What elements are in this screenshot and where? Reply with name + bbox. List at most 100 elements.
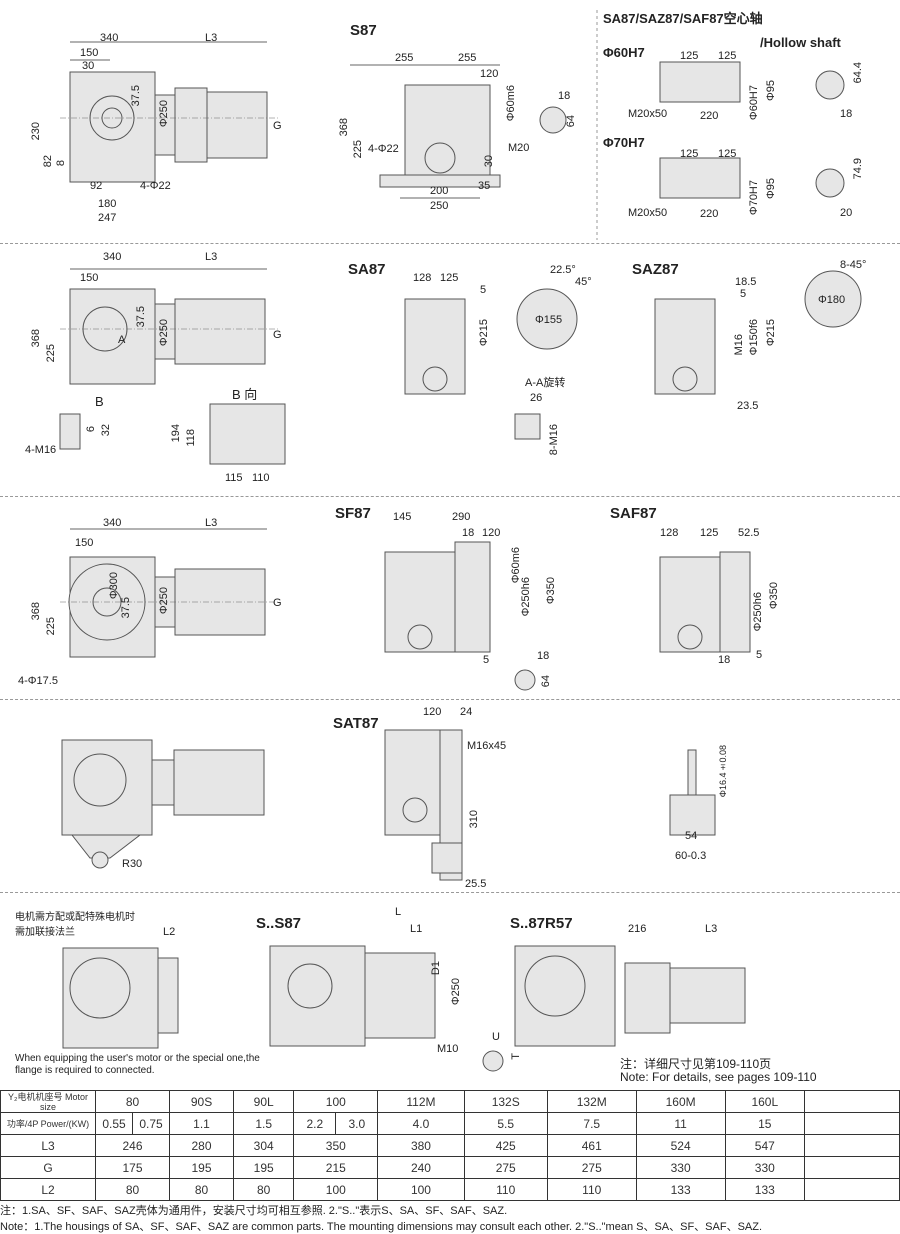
- dim: R30: [122, 858, 143, 870]
- dim: 255: [395, 52, 414, 64]
- cell-empty: [804, 1156, 900, 1179]
- dim: 54: [685, 830, 698, 842]
- cell: 195: [233, 1156, 295, 1179]
- dim: 225: [45, 344, 57, 363]
- dim: G: [273, 597, 282, 609]
- title-s-87r57: S..87R57: [510, 915, 573, 932]
- cell: 160L: [724, 1090, 806, 1113]
- dim: 24: [460, 706, 473, 718]
- cell: 0.55: [95, 1112, 133, 1135]
- cell: 80: [168, 1178, 235, 1201]
- dim: 45°: [575, 276, 592, 288]
- dim: U: [492, 1031, 500, 1043]
- dim: 18: [558, 90, 571, 102]
- dim: 22.5°: [550, 264, 576, 276]
- cell: 304: [233, 1134, 295, 1157]
- custom-motor-note-cn: 电机需方配或配特殊电机时需加联接法兰: [15, 912, 135, 938]
- title-sa87: SA87: [348, 261, 386, 278]
- dim: Φ60m6: [505, 85, 517, 122]
- adapter-drawing: [62, 945, 746, 1072]
- cell: 11: [635, 1112, 726, 1135]
- dim: 250: [430, 200, 449, 212]
- dim: 125: [718, 50, 737, 62]
- dim: L: [395, 906, 402, 918]
- cell: 5.5: [463, 1112, 548, 1135]
- dim: 125: [440, 272, 459, 284]
- dim: 52.5: [738, 527, 760, 539]
- dim: 150: [80, 272, 99, 284]
- dim: 368: [30, 329, 42, 348]
- dim-l2: L2: [163, 926, 176, 938]
- cell: 547: [724, 1134, 806, 1157]
- dim: 8: [55, 160, 67, 167]
- dim: L1: [410, 923, 423, 935]
- dim: 200: [430, 185, 449, 197]
- dim: Φ350: [545, 577, 557, 605]
- cell-empty: [804, 1134, 900, 1157]
- dim: 30: [483, 155, 495, 168]
- cell: 0.75: [132, 1112, 170, 1135]
- dim: 25.5: [465, 878, 487, 890]
- cell: 133: [635, 1178, 726, 1201]
- panel-sa87-saz87: SA87 SAZ87 B 向 A-A旋转 340 L3 150 368 225 …: [0, 244, 900, 497]
- cell: 100: [293, 1178, 379, 1201]
- dim: 8-45°: [840, 259, 867, 271]
- view-b-label: B 向: [232, 387, 258, 402]
- cell: 7.5: [546, 1112, 637, 1135]
- dim: 368: [338, 118, 350, 137]
- cell: 133: [724, 1178, 806, 1201]
- title-saf87: SAF87: [610, 505, 657, 522]
- dim: M10: [437, 1043, 459, 1055]
- dim: 5: [480, 284, 487, 296]
- dim: T: [510, 1053, 522, 1060]
- dim: 110: [252, 472, 270, 484]
- dim: 5: [740, 288, 747, 300]
- cell: 215: [293, 1156, 379, 1179]
- dim: 64.4: [852, 62, 864, 84]
- cell-empty: [804, 1090, 900, 1113]
- dim: 255: [458, 52, 477, 64]
- dim: D1: [430, 961, 442, 976]
- table-row-power: 功率/4P Power/(KW) 0.55 0.75 1.1 1.5 2.2 3…: [0, 1112, 900, 1135]
- cell: 1.5: [233, 1112, 295, 1135]
- cell: 110: [546, 1178, 637, 1201]
- cell: 275: [463, 1156, 548, 1179]
- dim: 6: [85, 426, 97, 433]
- title-sf87: SF87: [335, 505, 371, 522]
- cell-empty: [804, 1112, 900, 1135]
- dim: 18: [718, 654, 731, 666]
- cell: 380: [377, 1134, 465, 1157]
- dim: B: [95, 394, 104, 409]
- row-header: G: [0, 1156, 96, 1179]
- dim: Φ215: [478, 319, 490, 347]
- dim: 23.5: [737, 400, 759, 412]
- table-row-motor-size: Y₂电机机座号 Motor size 80 90S 90L 100 112M 1…: [0, 1090, 900, 1113]
- panel-sat87: SAT87 120 24 M16x45 310 25.5 R30 Φ16.4±0…: [0, 700, 900, 893]
- title-s87: S87: [350, 22, 377, 39]
- dim: 82: [42, 155, 54, 168]
- dim: 125: [680, 148, 699, 160]
- dim: Φ60H7: [748, 85, 760, 121]
- dim: 92: [90, 180, 103, 192]
- dim: 194: [170, 424, 182, 443]
- title-hollow-shaft-en: /Hollow shaft: [760, 35, 841, 50]
- cell: 100: [293, 1090, 379, 1113]
- footnote-cn: 注：1.SA、SF、SAF、SAZ壳体为通用件，安装尺寸均可相互参照. 2."S…: [0, 1205, 508, 1217]
- cell: 4.0: [377, 1112, 465, 1135]
- dim: 4-Φ17.5: [18, 675, 58, 687]
- dim: 225: [45, 617, 57, 636]
- title-hollow-shaft: SA87/SAZ87/SAF87空心轴: [603, 11, 763, 26]
- dim: 125: [680, 50, 699, 62]
- dim: 26: [530, 392, 543, 404]
- dim: 220: [700, 208, 719, 220]
- title-sat87: SAT87: [333, 715, 379, 732]
- cell: 112M: [377, 1090, 465, 1113]
- cell: 90S: [168, 1090, 235, 1113]
- cell: 15: [724, 1112, 806, 1135]
- dim: 18: [840, 108, 853, 120]
- dim: 125: [700, 527, 719, 539]
- cell: 132S: [463, 1090, 548, 1113]
- cell: 524: [635, 1134, 726, 1157]
